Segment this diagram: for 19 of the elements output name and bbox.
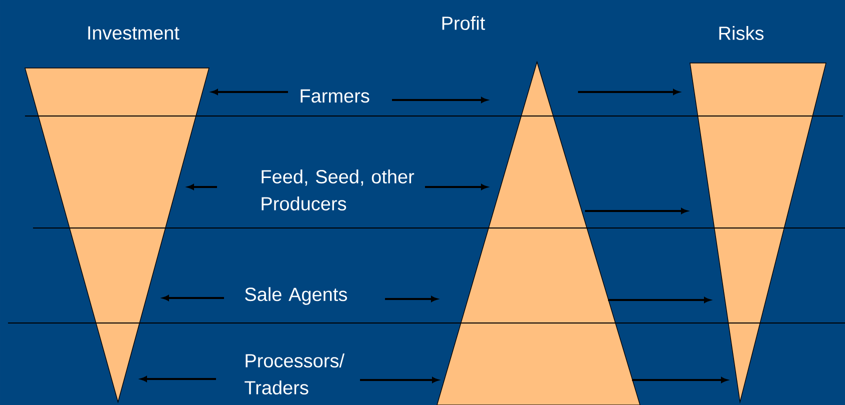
row-label: Farmers <box>300 89 370 103</box>
row-label: Sale Agents <box>245 287 348 305</box>
row-label: Feed, Seed, other Producers <box>262 170 414 210</box>
arrow <box>385 296 438 302</box>
arrow <box>585 208 688 214</box>
arrow <box>360 377 438 383</box>
arrow <box>608 297 710 303</box>
heading: Investment <box>88 26 180 40</box>
arrow <box>162 295 224 301</box>
arrow <box>425 184 488 190</box>
heading: Risks <box>719 26 764 40</box>
row-label: Processors/ Traders <box>244 354 344 394</box>
arrow <box>188 184 217 190</box>
arrow <box>578 89 680 95</box>
arrow <box>632 377 728 383</box>
heading: Profit <box>442 16 486 30</box>
arrow <box>140 376 216 382</box>
arrow <box>392 97 488 103</box>
arrow <box>212 89 288 95</box>
